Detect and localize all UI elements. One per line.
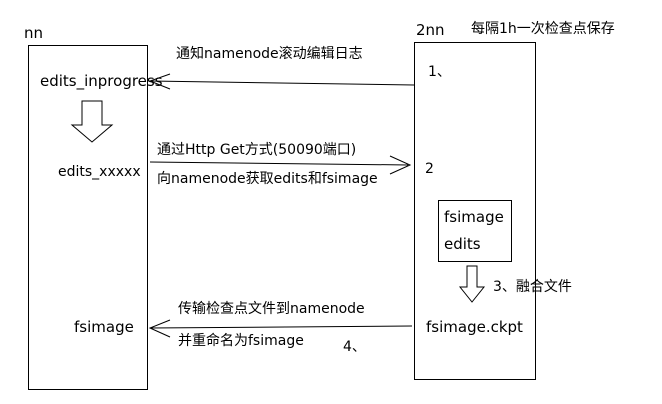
step4-number: 4、 bbox=[343, 339, 366, 355]
snn-title: 2nn bbox=[416, 21, 445, 39]
edits-inprogress-label: edits_inprogress bbox=[40, 72, 163, 90]
step1-arrow bbox=[148, 73, 415, 90]
snn-fsimage-label: fsimage bbox=[444, 208, 504, 226]
step4-arrow bbox=[148, 319, 413, 338]
nn-title: nn bbox=[24, 24, 44, 42]
step4-label-line2: 并重命名为fsimage bbox=[178, 333, 304, 349]
merge-down-arrow-icon bbox=[458, 265, 486, 303]
step1-label: 通知namenode滚动编辑日志 bbox=[176, 46, 363, 62]
step4-label-line1: 传输检查点文件到namenode bbox=[178, 301, 365, 317]
snn-edits-label: edits bbox=[444, 235, 481, 253]
step3-label: 3、融合文件 bbox=[493, 279, 572, 295]
step2-number: 2 bbox=[425, 161, 434, 177]
edits-xxxxx-label: edits_xxxxx bbox=[58, 164, 141, 180]
step2-arrow bbox=[149, 155, 412, 175]
nn-fsimage-label: fsimage bbox=[74, 318, 134, 336]
roll-down-arrow-icon bbox=[70, 100, 114, 143]
merge-input-box bbox=[438, 200, 512, 262]
checkpoint-interval-note: 每隔1h一次检查点保存 bbox=[471, 21, 615, 37]
fsimage-ckpt-label: fsimage.ckpt bbox=[426, 318, 523, 336]
step2-label-line1: 通过Http Get方式(50090端口) bbox=[157, 142, 357, 158]
step2-label-line2: 向namenode获取edits和fsimage bbox=[157, 171, 378, 187]
step1-number: 1、 bbox=[428, 64, 451, 80]
